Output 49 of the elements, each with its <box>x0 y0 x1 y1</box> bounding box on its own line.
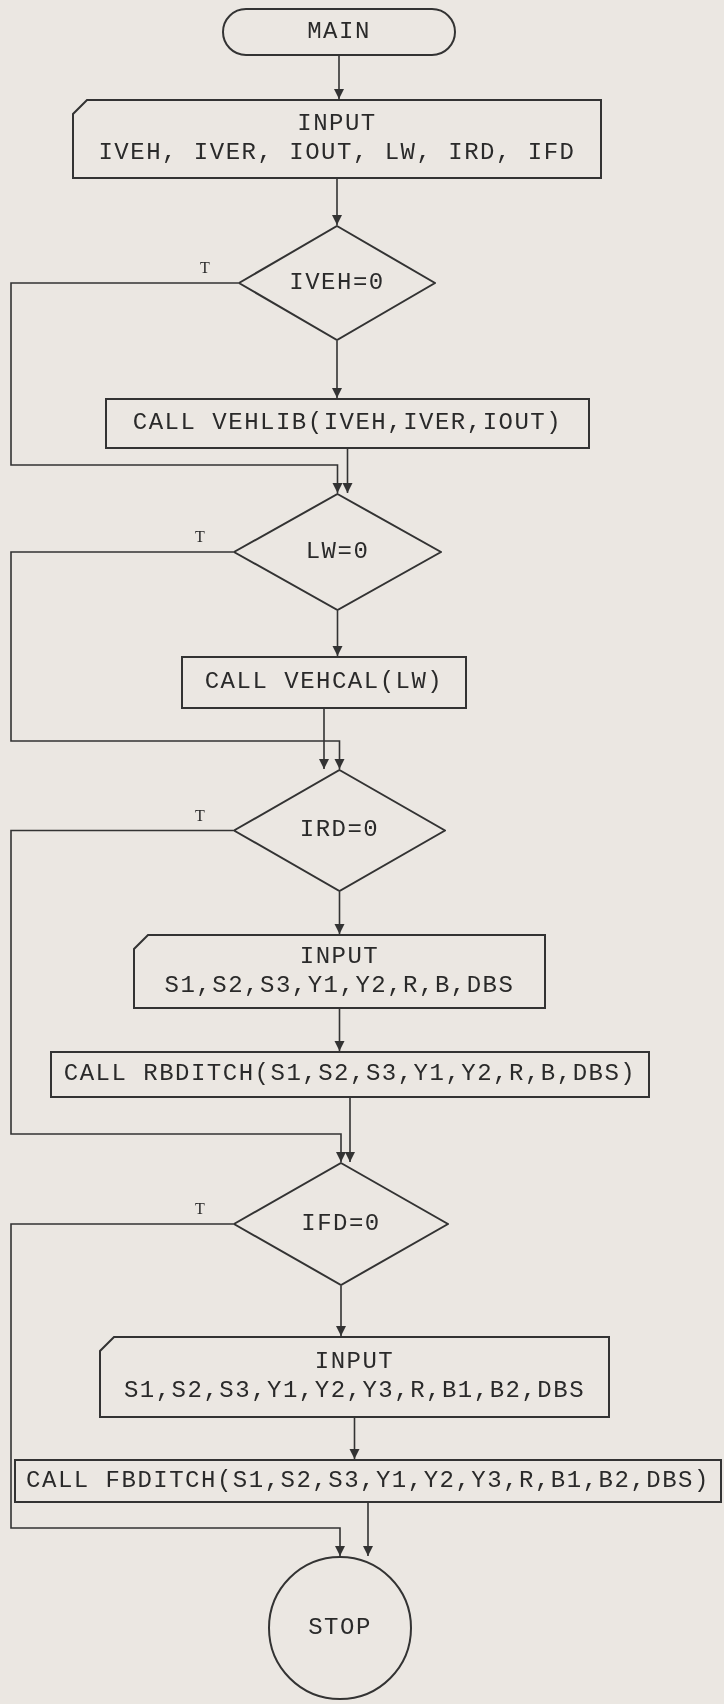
terminator-shape <box>222 8 456 56</box>
arrow <box>10 829 346 1163</box>
arrow <box>345 1097 355 1163</box>
arrow <box>10 282 343 494</box>
arrow <box>363 1502 373 1557</box>
node-text: LW=0 <box>305 537 370 567</box>
arrow <box>349 1417 360 1460</box>
arrow <box>332 340 342 399</box>
edge-label: T <box>200 259 210 277</box>
arrow <box>342 448 353 494</box>
arrow <box>336 1285 346 1337</box>
edge-label: T <box>195 528 205 546</box>
node-text: IRD=0 <box>299 816 380 845</box>
input-card <box>72 99 602 179</box>
process-box <box>181 656 467 709</box>
node-text: IFD=0 <box>301 1209 381 1239</box>
decision-diamond <box>233 1162 449 1286</box>
node-text: CALL FBDITCH(S1,S2,S3,Y1,Y2,Y3,R,B1,B2,DBS) <box>26 1466 710 1496</box>
arrow <box>319 708 329 770</box>
node-text: INPUT <box>314 1348 395 1377</box>
process-box <box>105 398 590 449</box>
input-card <box>133 934 546 1009</box>
decision-diamond <box>233 769 446 892</box>
edge-label: T <box>195 806 205 825</box>
arrow <box>332 610 343 657</box>
process-box <box>14 1459 722 1503</box>
input-card <box>99 1336 610 1418</box>
node-text: S1,S2,S3,Y1,Y2,Y3,R,B1,B2,DBS <box>123 1377 586 1406</box>
arrow <box>10 551 345 770</box>
node-text: S1,S2,S3,Y1,Y2,R,B,DBS <box>164 971 515 1001</box>
node-text: INPUT <box>297 110 377 139</box>
arrow <box>10 1223 345 1557</box>
arrow <box>334 55 344 100</box>
node-text: INPUT <box>299 942 380 972</box>
decision-diamond <box>233 493 442 611</box>
arrow <box>334 1008 345 1052</box>
node-text: STOP <box>308 1613 372 1643</box>
node-text: CALL RBDITCH(S1,S2,S3,Y1,Y2,R,B,DBS) <box>63 1060 637 1089</box>
decision-diamond <box>238 225 436 341</box>
node-text: MAIN <box>307 17 371 47</box>
node-text: IVEH, IVER, IOUT, LW, IRD, IFD <box>98 139 576 168</box>
node-text: CALL VEHCAL(LW) <box>204 668 444 697</box>
edge-label: T <box>195 1200 205 1218</box>
process-box <box>50 1051 650 1098</box>
node-text: IVEH=0 <box>289 268 385 298</box>
node-text: CALL VEHLIB(IVEH,IVER,IOUT) <box>132 409 563 438</box>
arrow <box>332 178 342 226</box>
stop-circle <box>268 1556 412 1700</box>
arrow <box>334 891 345 935</box>
